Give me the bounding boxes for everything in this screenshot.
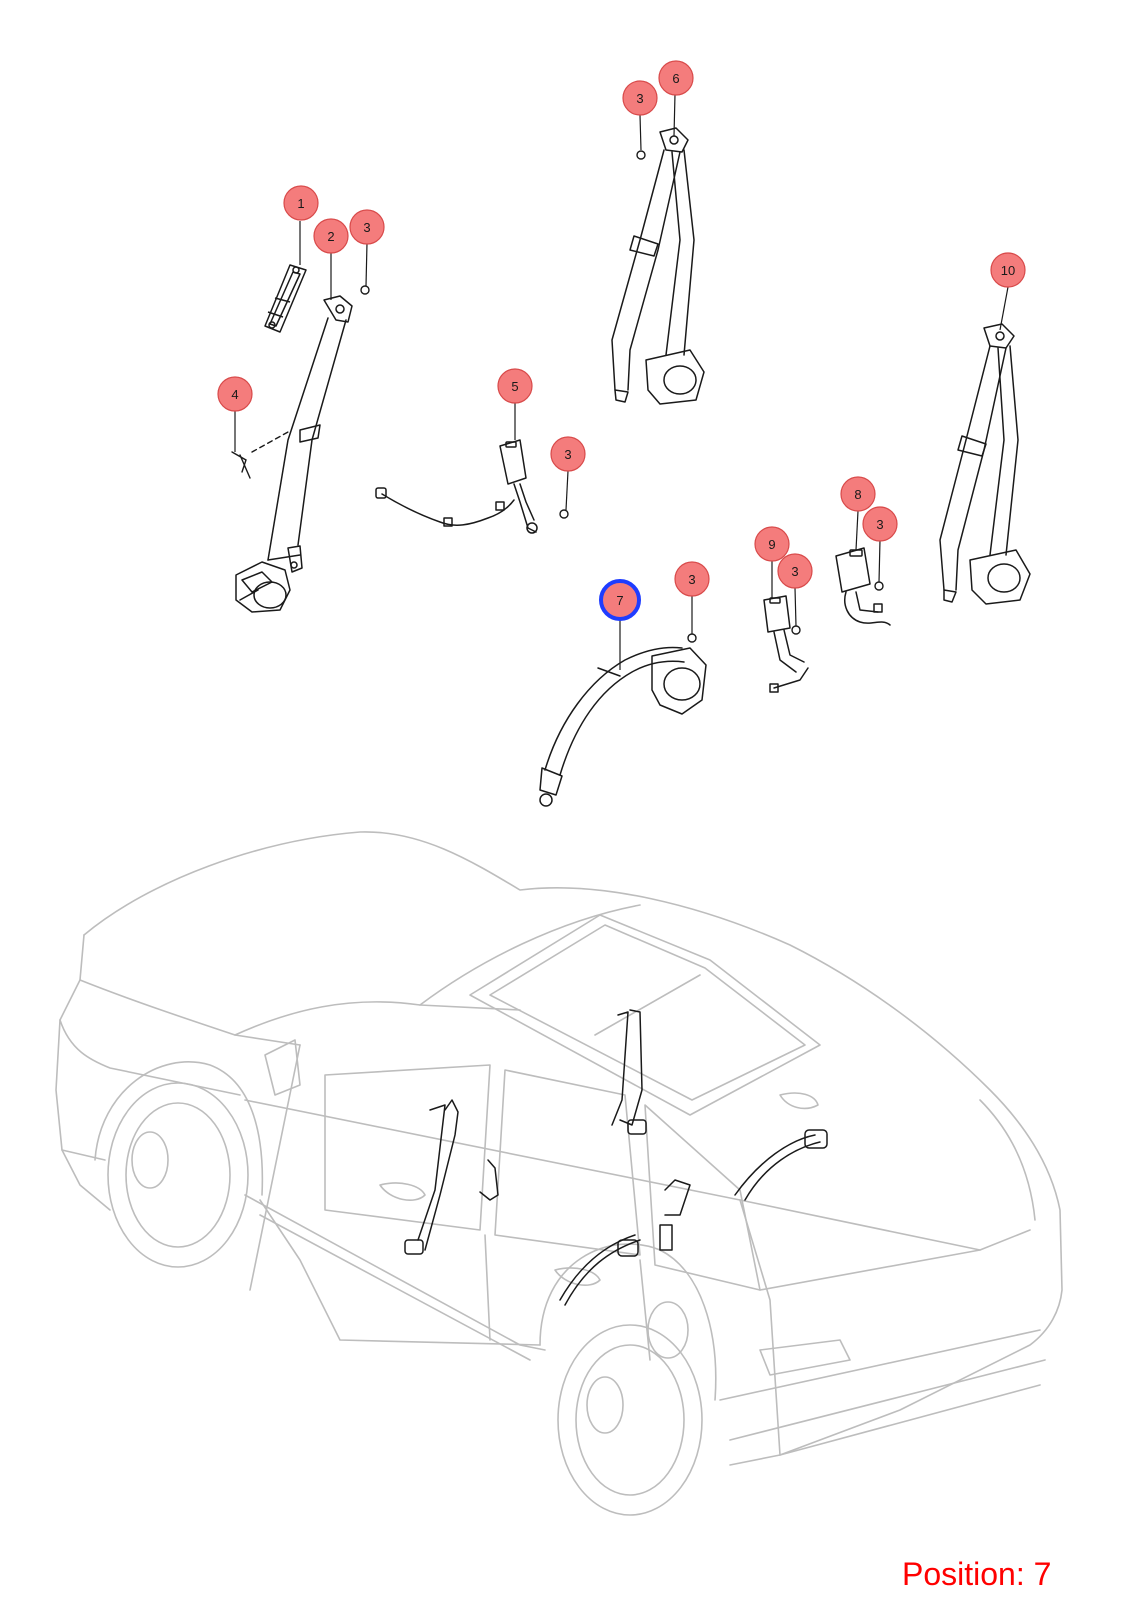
callout-label: 8 <box>854 487 861 502</box>
part-5-buckle-with-harness <box>375 439 538 534</box>
callout-label: 3 <box>363 220 370 235</box>
position-label: Position: 7 <box>902 1556 1052 1592</box>
part-1-height-adjuster <box>264 264 307 333</box>
callout-part-7-selected[interactable]: 7 <box>599 579 641 621</box>
callout-part-1[interactable]: 1 <box>283 185 319 221</box>
callout-part-9[interactable]: 9 <box>754 526 790 562</box>
callout-part-3[interactable]: 3 <box>349 209 385 245</box>
callout-label: 5 <box>511 379 518 394</box>
callout-part-5[interactable]: 5 <box>497 368 533 404</box>
callout-part-6[interactable]: 6 <box>658 60 694 96</box>
callout-part-2[interactable]: 2 <box>313 218 349 254</box>
part-9-buckle <box>763 595 809 693</box>
callout-label: 3 <box>791 564 798 579</box>
vehicle-outline-drawing <box>55 831 1063 1516</box>
callout-part-4[interactable]: 4 <box>217 376 253 412</box>
callout-part-10[interactable]: 10 <box>990 252 1026 288</box>
part-8-buckle-with-harness <box>835 547 891 626</box>
callout-part-3[interactable]: 3 <box>674 561 710 597</box>
part-4-anchor-bolt <box>231 431 289 479</box>
callout-label: 4 <box>231 387 238 402</box>
vehicle-installed-belts <box>404 1009 828 1306</box>
callout-label: 3 <box>688 572 695 587</box>
callout-part-3[interactable]: 3 <box>777 553 813 589</box>
callout-label: 7 <box>616 593 623 608</box>
callout-part-3[interactable]: 3 <box>862 506 898 542</box>
callout-label: 3 <box>876 517 883 532</box>
callout-label: 9 <box>768 537 775 552</box>
callout-part-8[interactable]: 8 <box>840 476 876 512</box>
part-10-rear-seat-belt-right <box>939 323 1031 605</box>
callout-leader-lines <box>234 93 1009 670</box>
callout-part-3[interactable]: 3 <box>622 80 658 116</box>
callout-label: 1 <box>297 196 304 211</box>
part-2-front-seat-belt-left <box>235 295 353 613</box>
callout-part-3[interactable]: 3 <box>550 436 586 472</box>
callout-label: 2 <box>327 229 334 244</box>
part-7-rear-center-seat-belt <box>539 646 707 807</box>
callout-label: 3 <box>564 447 571 462</box>
callout-label: 10 <box>1001 263 1015 278</box>
part-6-rear-seat-belt-upper <box>611 127 705 405</box>
callout-label: 3 <box>636 91 643 106</box>
callout-label: 6 <box>672 71 679 86</box>
